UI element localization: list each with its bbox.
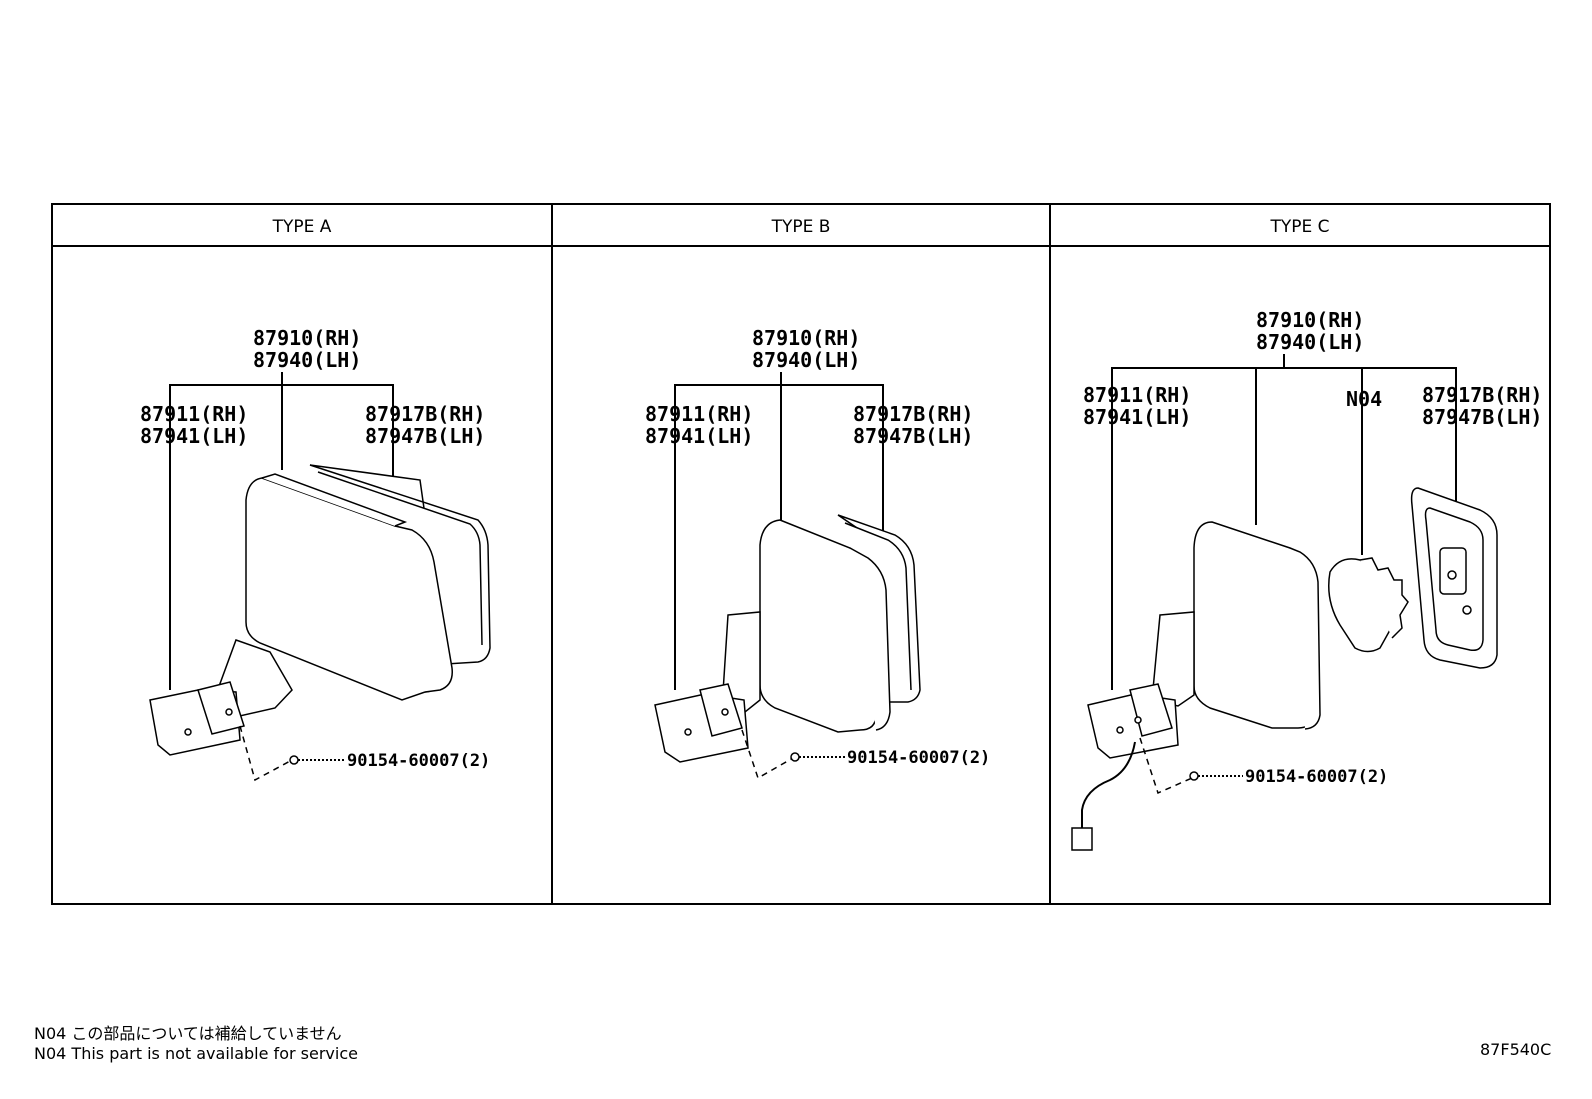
screw-dash-line	[741, 729, 794, 780]
screw-hole-icon	[1134, 716, 1142, 724]
panel-type-c: 87910(RH) 87940(LH) 87911(RH) 87941(LH) …	[1071, 308, 1542, 851]
table-frame	[51, 203, 1551, 905]
mirror-base-bracket	[197, 681, 245, 735]
screw-hole-icon	[721, 708, 729, 716]
base-part-label-rh: 87911(RH)	[1083, 383, 1191, 407]
screw-hole-icon	[184, 728, 192, 736]
note-english: N04 This part is not available for servi…	[34, 1044, 358, 1063]
panel-type-b: 87910(RH) 87940(LH) 87911(RH) 87941(LH) …	[645, 326, 990, 780]
panel-title-type-c: TYPE C	[1269, 217, 1329, 237]
figure-code: 87F540C	[1480, 1040, 1552, 1059]
n04-part-label: N04	[1346, 387, 1382, 411]
wire-harness	[1081, 741, 1136, 830]
screw-dash-line	[1139, 737, 1193, 795]
assembly-label-rh: 87910(RH)	[1256, 308, 1364, 332]
screw-hole-icon	[1116, 726, 1124, 734]
mirror-glass-label-lh: 87947B(LH)	[1422, 405, 1542, 429]
assembly-label-rh: 87910(RH)	[253, 326, 361, 350]
screw-icon	[1189, 771, 1199, 781]
assembly-label-lh: 87940(LH)	[253, 348, 361, 372]
screw-label: 90154-60007(2)	[347, 751, 490, 771]
mirror-housing-rim	[849, 547, 891, 731]
mirror-glass-label-lh: 87947B(LH)	[853, 424, 973, 448]
screw-hole-icon	[225, 708, 233, 716]
screw-icon	[790, 752, 800, 762]
assembly-label-lh: 87940(LH)	[752, 348, 860, 372]
n04-part-fins	[1359, 557, 1409, 639]
mirror-glass-label-rh: 87917B(RH)	[1422, 383, 1542, 407]
mirror-glass-label-rh: 87917B(RH)	[853, 402, 973, 426]
screw-icon	[289, 755, 299, 765]
panel-title-type-a: TYPE A	[272, 217, 332, 237]
note-japanese: N04 この部品については補給していません	[34, 1024, 342, 1043]
base-part-label-rh: 87911(RH)	[140, 402, 248, 426]
base-part-label-rh: 87911(RH)	[645, 402, 753, 426]
mirror-base-bracket	[699, 683, 743, 737]
assembly-label-rh: 87910(RH)	[752, 326, 860, 350]
mirror-glass-label-lh: 87947B(LH)	[365, 424, 485, 448]
screw-hole-icon	[1462, 605, 1472, 615]
mirror-glass-label-rh: 87917B(RH)	[365, 402, 485, 426]
connector-icon	[1071, 827, 1093, 851]
mirror-housing-rim	[1289, 547, 1321, 730]
panel-type-a: 87910(RH) 87940(LH) 87911(RH) 87941(LH) …	[140, 326, 491, 782]
leader-lines	[674, 384, 884, 690]
screw-label: 90154-60007(2)	[847, 748, 990, 768]
panel-title-type-b: TYPE B	[771, 217, 831, 237]
screw-hole-icon	[1447, 570, 1457, 580]
base-part-label-lh: 87941(LH)	[645, 424, 753, 448]
mirror-housing-rim	[394, 525, 453, 693]
screw-dash-line	[239, 725, 293, 782]
mirror-housing-top	[261, 473, 408, 527]
base-part-label-lh: 87941(LH)	[140, 424, 248, 448]
screw-label: 90154-60007(2)	[1245, 767, 1388, 787]
assembly-label-lh: 87940(LH)	[1256, 330, 1364, 354]
screw-hole-icon	[684, 728, 692, 736]
base-part-label-lh: 87941(LH)	[1083, 405, 1191, 429]
